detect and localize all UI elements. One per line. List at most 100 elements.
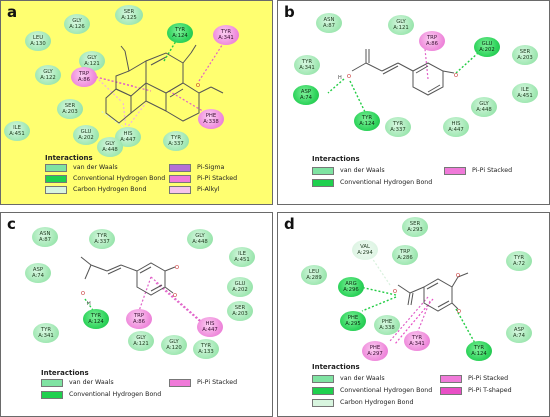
legend-label: Pi-Pi Stacked — [468, 375, 509, 382]
legend-swatch-vdw — [41, 379, 63, 387]
legend-title: Interactions — [45, 154, 93, 162]
legend-swatch-pisigma — [169, 164, 191, 172]
atom-oxygen-label: O — [196, 83, 200, 89]
ligand-structure-b: O O H — [327, 48, 479, 115]
legend-label: van der Waals — [340, 375, 385, 382]
legend-label: Pi-Pi Stacked — [472, 167, 513, 174]
legend-swatch-pipi — [444, 167, 466, 175]
atom-oxygen-label: O — [393, 289, 397, 295]
legend-swatch-vdw — [45, 164, 67, 172]
legend-label: Carbon Hydrogen Bond — [340, 399, 414, 406]
legend: van der Waals Conventional Hydrogen Bond… — [45, 164, 265, 204]
legend-title: Interactions — [312, 155, 360, 163]
ligand-structure-d: O O O — [359, 248, 477, 346]
legend-title: Interactions — [41, 369, 89, 377]
atom-oxygen-label: O — [173, 293, 177, 299]
atom-oxygen-label: O — [81, 291, 85, 297]
legend-label: Pi-Sigma — [197, 164, 225, 171]
atom-oxygen-label: O — [454, 73, 458, 79]
atom-oxygen-label: O — [456, 273, 460, 279]
legend-swatch-pipi — [169, 175, 191, 183]
ligand-structure-a: O — [95, 35, 227, 130]
atom-hydrogen-label: H — [338, 75, 342, 81]
legend-label: Conventional Hydrogen Bond — [340, 179, 433, 186]
legend-title: Interactions — [312, 363, 360, 371]
legend-label: van der Waals — [340, 167, 385, 174]
legend-swatch-pit — [440, 387, 462, 395]
legend-swatch-pialkyl — [169, 186, 191, 194]
legend-label: van der Waals — [69, 379, 114, 386]
atom-oxygen-label: O — [457, 309, 461, 315]
atom-hydrogen-label: H — [87, 301, 91, 307]
ligand-structure-c: O O O H — [80, 256, 205, 326]
legend-label: Conventional Hydrogen Bond — [73, 175, 166, 182]
atom-oxygen-label: O — [175, 265, 179, 271]
legend-swatch-pipi — [440, 375, 462, 383]
legend-label: van der Waals — [73, 164, 118, 171]
panel-label: b — [284, 3, 295, 21]
legend-label: Pi-Pi Stacked — [197, 379, 238, 386]
legend-swatch-chbond — [45, 186, 67, 194]
atom-oxygen-label: O — [347, 74, 351, 80]
legend: van der Waals Pi-Pi Stacked Conventional… — [312, 375, 544, 415]
legend-swatch-pipi — [169, 379, 191, 387]
legend: van der Waals Pi-Pi Stacked Conventional… — [41, 379, 266, 409]
legend-swatch-hbond — [41, 391, 63, 399]
legend-label: Carbon Hydrogen Bond — [73, 186, 147, 193]
legend-label: Pi-Pi T-shaped — [468, 387, 512, 394]
legend-swatch-hbond — [312, 387, 334, 395]
legend-swatch-hbond — [45, 175, 67, 183]
legend-label: Conventional Hydrogen Bond — [340, 387, 433, 394]
